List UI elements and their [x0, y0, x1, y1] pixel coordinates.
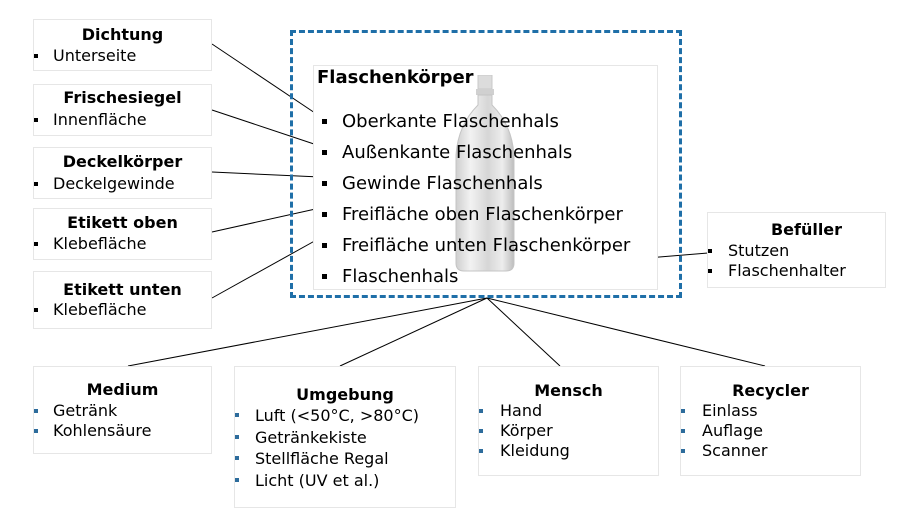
bullet-icon	[34, 409, 38, 413]
list-item: Stutzen	[708, 241, 846, 261]
medium-box: Medium Getränk Kohlensäure	[33, 366, 212, 454]
list-item: Klebefläche	[34, 234, 146, 254]
deckelkoerper-list: Deckelgewinde	[34, 174, 175, 194]
umgebung-box: Umgebung Luft (<50°C, >80°C) Getränkekis…	[234, 366, 456, 508]
connector-frischesiegel	[211, 109, 321, 147]
dichtung-box: Dichtung Unterseite	[33, 19, 212, 71]
list-item: Kohlensäure	[34, 421, 151, 441]
bullet-icon	[235, 434, 239, 439]
deckelkoerper-box: Deckelkörper Deckelgewinde	[33, 147, 212, 199]
flaschenkoerper-title: Flaschenkörper	[317, 67, 474, 88]
bullet-icon	[322, 119, 327, 124]
umgebung-title: Umgebung	[296, 385, 394, 404]
list-item: Unterseite	[34, 46, 136, 66]
bullet-icon	[479, 409, 483, 413]
bullet-icon	[322, 181, 327, 186]
bullet-icon	[479, 429, 483, 433]
list-item: Einlass	[681, 401, 767, 421]
list-item: Stellfläche Regal	[235, 448, 419, 470]
bullet-icon	[681, 449, 685, 453]
connector-mensch	[486, 297, 561, 367]
bullet-icon	[322, 212, 327, 217]
bullet-icon	[34, 429, 38, 433]
bullet-icon	[708, 249, 712, 253]
list-item: Flaschenhalter	[708, 261, 846, 281]
list-item: Hand	[479, 401, 570, 421]
connector-deckelkoerper	[211, 171, 321, 178]
bullet-icon	[322, 274, 327, 279]
frischesiegel-title: Frischesiegel	[63, 88, 182, 107]
connector-medium	[127, 297, 488, 367]
umgebung-list: Luft (<50°C, >80°C) Getränkekiste Stellf…	[235, 405, 419, 491]
etikett-oben-title: Etikett oben	[67, 213, 178, 232]
bullet-icon	[34, 54, 38, 58]
etikett-oben-box: Etikett oben Klebefläche	[33, 208, 212, 260]
list-item: Deckelgewinde	[34, 174, 175, 194]
etikett-unten-box: Etikett unten Klebefläche	[33, 271, 212, 329]
list-item: Getränkekiste	[235, 427, 419, 449]
flaschenkoerper-group-frame	[290, 30, 682, 298]
list-item: Auflage	[681, 421, 767, 441]
connector-etikett-unten	[211, 237, 321, 299]
list-item: Scanner	[681, 441, 767, 461]
connector-dichtung	[211, 43, 319, 116]
list-item: Kleidung	[479, 441, 570, 461]
medium-title: Medium	[86, 380, 159, 399]
mensch-list: Hand Körper Kleidung	[479, 401, 570, 461]
list-item: Innenfläche	[34, 110, 147, 130]
dichtung-title: Dichtung	[81, 25, 164, 44]
list-item: Gewinde Flaschenhals	[322, 168, 630, 199]
recycler-title: Recycler	[732, 381, 809, 400]
mensch-box: Mensch Hand Körper Kleidung	[478, 366, 659, 476]
frischesiegel-list: Innenfläche	[34, 110, 147, 130]
befueller-box: Befüller Stutzen Flaschenhalter	[707, 212, 886, 288]
list-item: Freifläche oben Flaschenkörper	[322, 199, 630, 230]
bullet-icon	[708, 269, 712, 273]
bullet-icon	[34, 308, 38, 312]
deckelkoerper-title: Deckelkörper	[62, 152, 183, 171]
etikett-unten-list: Klebefläche	[34, 300, 146, 320]
bullet-icon	[235, 477, 239, 482]
bullet-icon	[235, 413, 239, 417]
bullet-icon	[34, 118, 38, 122]
list-item: Licht (UV et al.)	[235, 470, 419, 492]
connector-etikett-oben	[211, 207, 321, 233]
list-item: Freifläche unten Flaschenkörper	[322, 230, 630, 261]
dichtung-list: Unterseite	[34, 46, 136, 66]
bullet-icon	[322, 243, 327, 248]
bullet-icon	[681, 409, 685, 413]
recycler-list: Einlass Auflage Scanner	[681, 401, 767, 461]
list-item: Luft (<50°C, >80°C)	[235, 405, 419, 427]
list-item: Außenkante Flaschenhals	[322, 137, 630, 168]
list-item: Oberkante Flaschenhals	[322, 106, 630, 137]
befueller-list: Stutzen Flaschenhalter	[708, 241, 846, 281]
bullet-icon	[34, 242, 38, 246]
list-item: Flaschenhals	[322, 261, 630, 292]
frischesiegel-box: Frischesiegel Innenfläche	[33, 84, 212, 136]
mensch-title: Mensch	[534, 381, 603, 400]
bullet-icon	[34, 182, 38, 186]
list-item: Körper	[479, 421, 570, 441]
befueller-title: Befüller	[770, 220, 843, 239]
bullet-icon	[479, 449, 483, 453]
bullet-icon	[235, 456, 239, 460]
etikett-oben-list: Klebefläche	[34, 234, 146, 254]
bullet-icon	[322, 150, 327, 155]
connector-umgebung	[339, 297, 488, 367]
list-item: Klebefläche	[34, 300, 146, 320]
flaschenkoerper-list: Oberkante Flaschenhals Außenkante Flasch…	[322, 106, 630, 292]
connector-recycler	[486, 297, 766, 367]
etikett-unten-title: Etikett unten	[63, 280, 182, 299]
recycler-box: Recycler Einlass Auflage Scanner	[680, 366, 861, 476]
bottle-image	[455, 75, 515, 272]
medium-list: Getränk Kohlensäure	[34, 401, 151, 441]
bullet-icon	[681, 429, 685, 433]
list-item: Getränk	[34, 401, 151, 421]
